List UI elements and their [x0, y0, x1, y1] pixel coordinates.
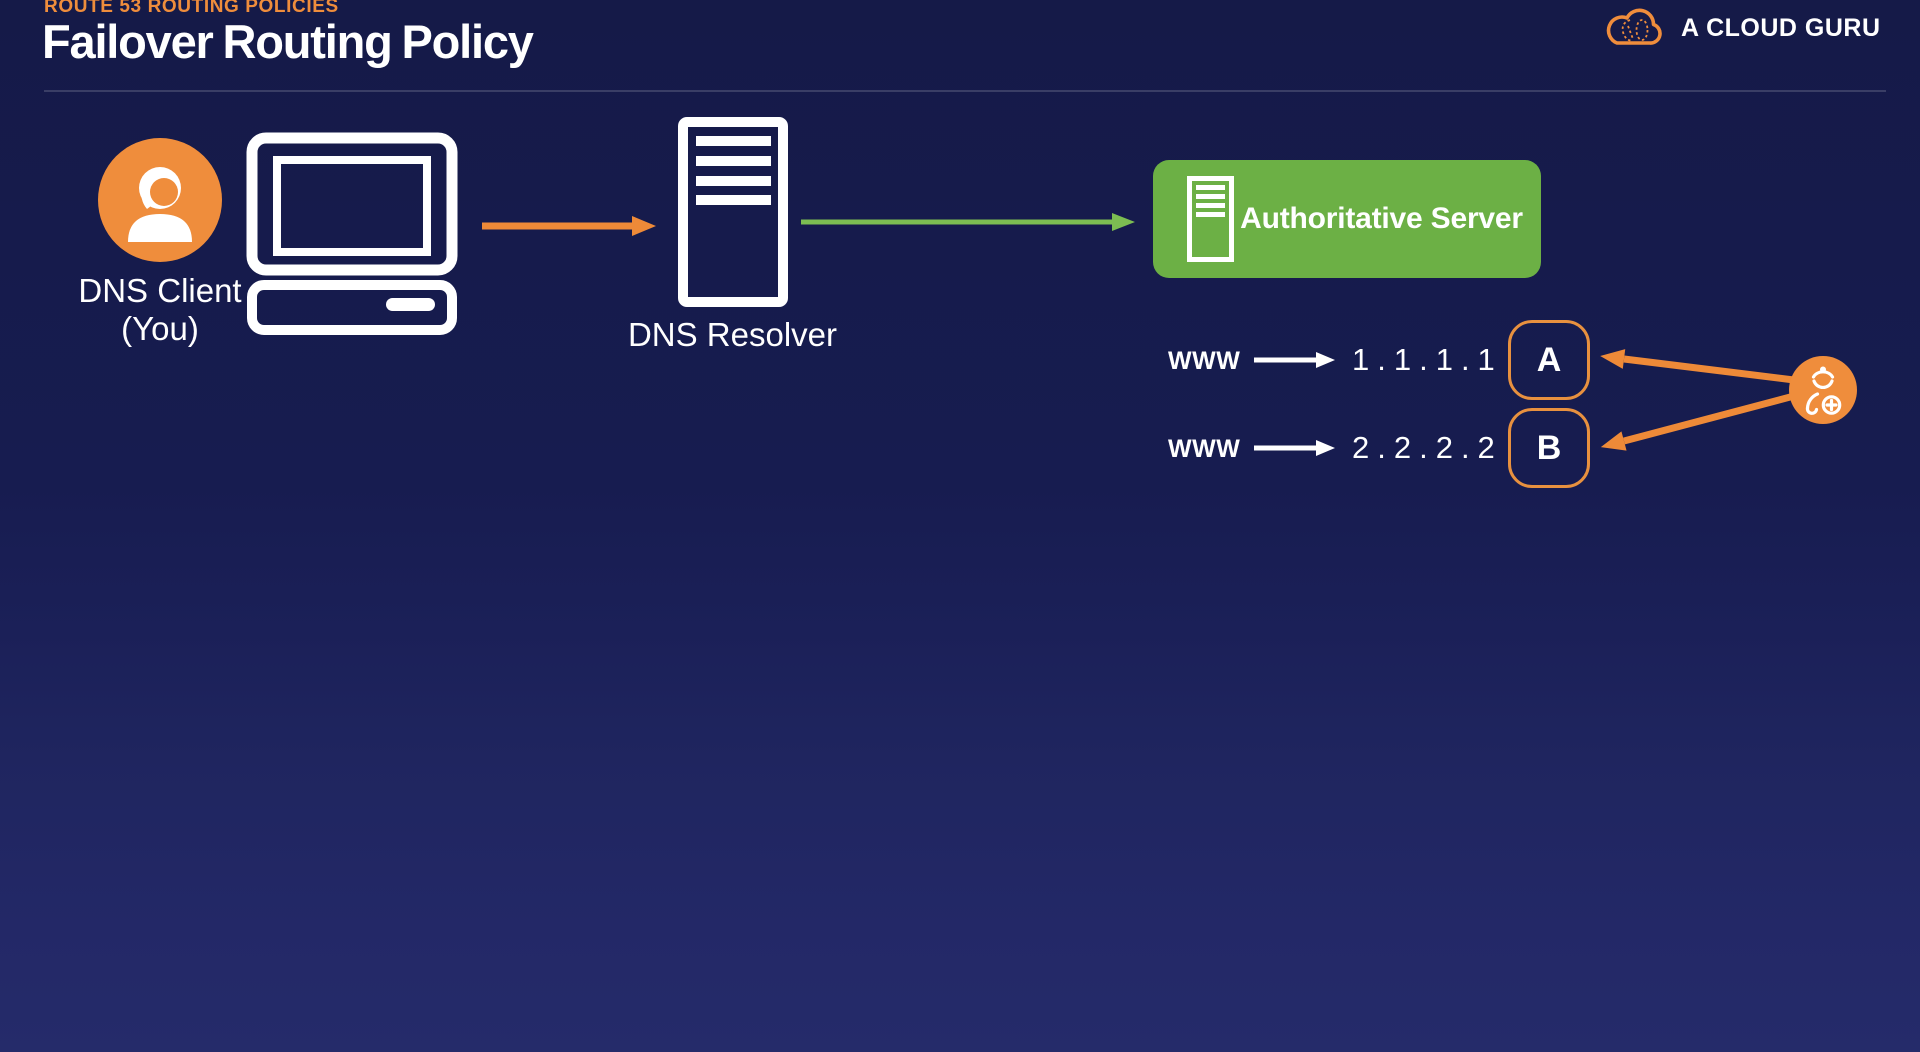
- slide-title: Failover Routing Policy: [42, 15, 534, 68]
- arrow-health-to-b: [1600, 392, 1795, 451]
- user-icon: [98, 138, 222, 262]
- arrow-health-to-a: [1600, 349, 1795, 384]
- record-ip-2: 2.2.2.2: [1352, 430, 1503, 465]
- server-icon-authoritative: [1187, 176, 1234, 262]
- acg-logo: A CLOUD GURU: [1601, 6, 1881, 50]
- slide-eyebrow: ROUTE 53 ROUTING POLICIES: [44, 0, 339, 17]
- dns-client-label: DNS Client (You): [40, 272, 280, 348]
- header-divider: [44, 90, 1886, 92]
- server-icon-resolver: [678, 117, 788, 307]
- health-check-icon: [1789, 356, 1857, 424]
- health-check-badge: [1789, 356, 1857, 424]
- record-node-a: A: [1508, 320, 1590, 400]
- record-node-b: B: [1508, 408, 1590, 488]
- record-ip-1: 1.1.1.1: [1352, 342, 1503, 377]
- dns-client-label-line1: DNS Client: [78, 272, 242, 309]
- computer-icon: [246, 132, 458, 335]
- dns-resolver-label: DNS Resolver: [627, 316, 838, 353]
- dns-client-avatar: [98, 138, 222, 262]
- authoritative-server-label: Authoritative Server: [1240, 202, 1523, 235]
- record-host-1: WWW: [1168, 347, 1241, 375]
- dns-client-label-line2: (You): [121, 310, 199, 347]
- record-host-2: WWW: [1168, 435, 1241, 463]
- acg-logo-text: A CLOUD GURU: [1681, 13, 1881, 42]
- authoritative-server-box: Authoritative Server: [1153, 160, 1541, 278]
- acg-cloud-icon: [1606, 8, 1662, 45]
